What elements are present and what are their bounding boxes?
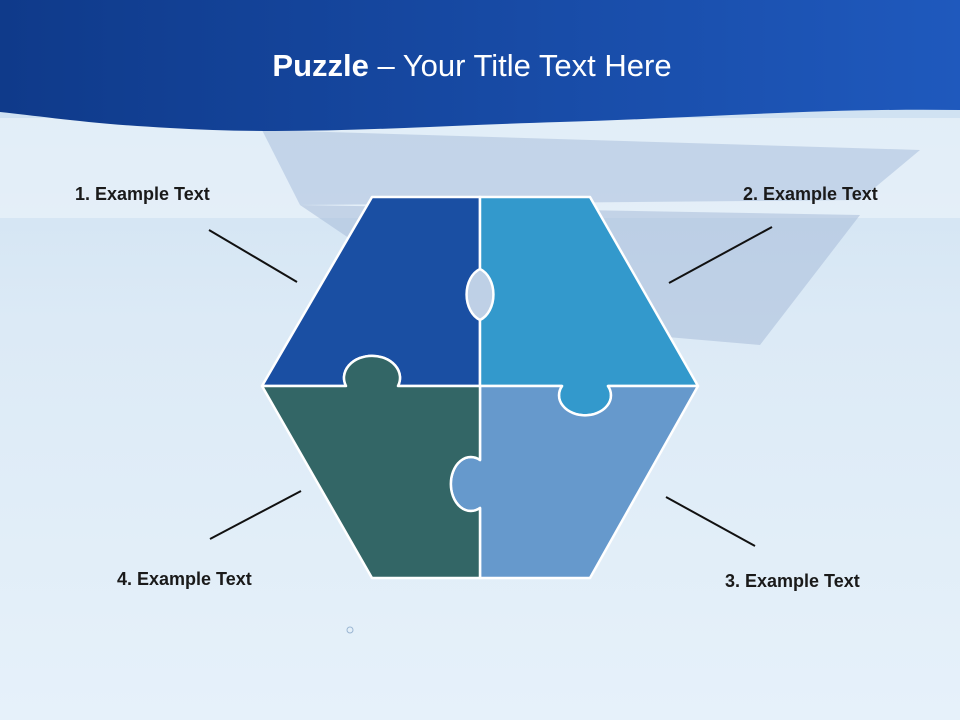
header-band — [0, 0, 960, 132]
label-item-3: 3. Example Text — [725, 571, 860, 591]
label-item-1: 1. Example Text — [75, 184, 210, 204]
title-rest: – Your Title Text Here — [368, 48, 672, 83]
water-bubble — [346, 626, 354, 634]
puzzle-piece-3 — [449, 384, 700, 580]
puzzle-piece-2 — [478, 195, 700, 417]
connector-line-4 — [209, 490, 302, 540]
connector-line-3 — [665, 496, 756, 547]
slide-title: Puzzle – Your Title Text Here — [0, 48, 944, 84]
title-strong: Puzzle — [272, 48, 369, 83]
puzzle-piece-4 — [260, 354, 482, 580]
boat-silhouette — [262, 130, 920, 205]
connector-line-1 — [208, 229, 298, 283]
label-item-2: 2. Example Text — [743, 184, 878, 204]
label-item-4: 4. Example Text — [117, 569, 252, 589]
connector-line-2 — [668, 226, 773, 284]
